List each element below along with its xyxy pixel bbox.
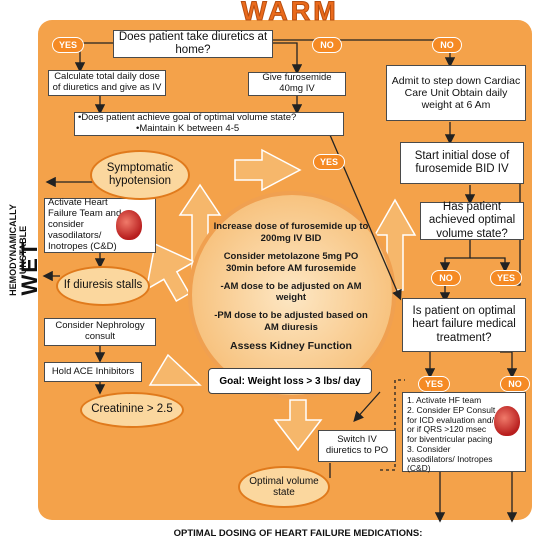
no-pill-optimal: NO [500, 376, 530, 392]
start-dose-box: Start initial dose of furosemide BID IV [400, 142, 524, 184]
calc-dose-box: Calculate total daily dose of diuretics … [48, 70, 166, 96]
yes-pill-achieved: YES [490, 270, 522, 286]
goal-check-line-2: •Maintain K between 4-5 [136, 123, 240, 134]
switch-po-box: Switch IV diuretics to PO [318, 430, 396, 462]
bottom-caption: OPTIMAL DOSING OF HEART FAILURE MEDICATI… [173, 528, 423, 539]
optimal-treatment-question-box: Is patient on optimal heart failure medi… [402, 298, 526, 352]
yes-pill-optimal: YES [418, 376, 450, 392]
center-line-2: Consider metolazone 5mg PO 30min before … [223, 250, 359, 274]
admit-box: Admit to step down Cardiac Care Unit Obt… [386, 65, 526, 121]
diuresis-stalls-ellipse: If diuresis stalls [56, 266, 150, 306]
nephrology-box: Consider Nephrology consult [44, 318, 156, 346]
central-cycle [145, 148, 417, 452]
yes-pill-goal: YES [313, 154, 345, 170]
no-pill-admit: NO [432, 37, 462, 53]
symptomatic-hypotension-ellipse: Symptomatic hypotension [90, 150, 190, 200]
hf-action-1: 1. Activate HF team [407, 395, 482, 405]
heart-icon [494, 406, 520, 436]
creatinine-ellipse: Creatinine > 2.5 [80, 392, 184, 428]
optimal-volume-ellipse: Optimal volume state [238, 466, 330, 508]
page-title: WARM [241, 0, 339, 27]
center-line-5: Assess Kidney Function [230, 340, 352, 352]
heart-icon [116, 210, 142, 240]
no-pill-achieved: NO [431, 270, 461, 286]
goal-check-line-1: •Does patient achieve goal of optimal vo… [78, 112, 297, 124]
center-line-1: Increase dose of furosemide up to 200mg … [213, 221, 369, 244]
goal-check-box: •Does patient achieve goal of optimal vo… [74, 112, 344, 136]
hold-ace-box: Hold ACE Inhibitors [44, 362, 142, 382]
goal-box: Goal: Weight loss > 3 lbs/ day [208, 368, 372, 394]
give-furosemide-box: Give furosemide 40mg IV [248, 72, 346, 96]
yes-pill-home: YES [52, 37, 84, 53]
hf-action-3: 3. Consider vasodilators/ Inotropes (C&D… [407, 443, 493, 474]
diuretics-question-box: Does patient take diuretics at home? [113, 30, 273, 58]
no-pill-home: NO [312, 37, 342, 53]
center-line-3: -AM dose to be adjusted on AM weight [220, 280, 362, 304]
side-label-wet: WET [17, 240, 42, 296]
connectors [42, 39, 521, 523]
achieved-question-box: Has patient achieved optimal volume stat… [420, 201, 524, 240]
center-line-4: -PM dose to be adjusted based on AM diur… [214, 310, 368, 334]
hf-action-2: 2. Consider EP Consult for ICD evaluatio… [407, 404, 496, 445]
center-instructions: Increase dose of furosemide up to 200mg … [211, 221, 371, 359]
